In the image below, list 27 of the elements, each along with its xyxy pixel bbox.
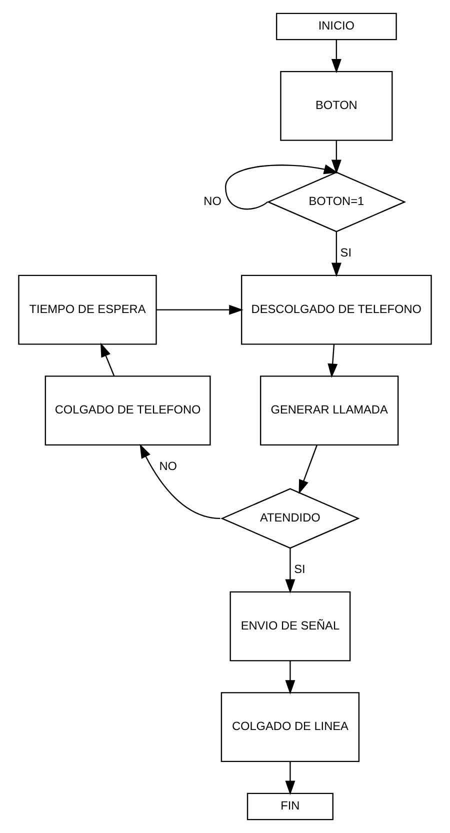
arrow: [285, 762, 296, 796]
edge-label: NO: [159, 458, 177, 473]
node-diamond: BOTON=1: [266, 172, 406, 232]
node-box: COLGADO DE LINEA: [220, 692, 360, 762]
node-box: DESCOLGADO DE TELEFONO: [241, 274, 432, 345]
arrow: [328, 344, 338, 378]
arrow: [331, 232, 342, 278]
node-box: FIN: [246, 792, 334, 820]
arrow: [298, 444, 318, 494]
node-box: GENERAR LLAMADA: [260, 376, 399, 446]
arrow: [331, 140, 342, 174]
edge-label: NO: [204, 194, 222, 208]
arrow: [156, 304, 244, 315]
arrow: [140, 444, 220, 520]
edge-label: SI: [340, 245, 352, 260]
node-box: COLGADO DE TELEFONO: [44, 376, 211, 446]
node-box: TIEMPO DE ESPERA: [18, 274, 157, 345]
arrow: [331, 40, 342, 74]
node-box: INICIO: [276, 12, 397, 40]
arrow: [285, 548, 296, 594]
node-box: ENVIO DE SEÑAL: [230, 591, 351, 662]
arrow: [225, 164, 338, 210]
arrow: [285, 660, 296, 694]
node-diamond: ATENDIDO: [220, 488, 360, 549]
edge-label: SI: [294, 562, 306, 576]
arrow: [100, 342, 115, 376]
node-box: BOTON: [280, 70, 393, 141]
